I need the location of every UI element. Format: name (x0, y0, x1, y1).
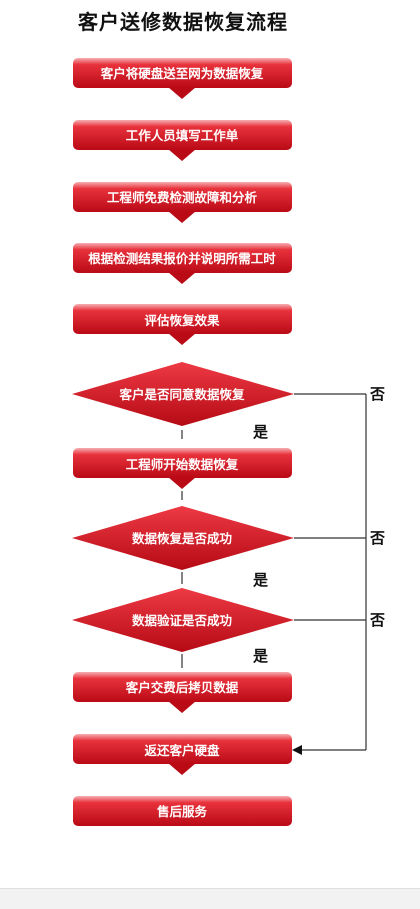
step-1-box: 客户将硬盘送至网为数据恢复 (73, 58, 292, 99)
decision-3-label: 数据验证是否成功 (131, 613, 232, 628)
no-label-3: 否 (369, 611, 385, 629)
step-3-label: 工程师免费检测故障和分析 (107, 190, 258, 205)
step-9-box: 售后服务 (73, 796, 292, 826)
no-label-1: 否 (369, 385, 385, 403)
step-8-box: 返还客户硬盘 (73, 734, 292, 775)
step-5-label: 评估恢复效果 (144, 313, 220, 328)
yes-label-3: 是 (252, 647, 269, 665)
step-6-box: 工程师开始数据恢复 (73, 448, 292, 489)
step-8-label: 返还客户硬盘 (144, 743, 220, 758)
decision-2-diamond: 数据恢复是否成功 (72, 506, 294, 570)
step-1-label: 客户将硬盘送至网为数据恢复 (100, 66, 264, 81)
step-9-label: 售后服务 (157, 804, 208, 819)
decision-1-label: 客户是否同意数据恢复 (118, 387, 245, 402)
flowchart: 客户将硬盘送至网为数据恢复 工作人员填写工作单 工程师免费检测故障和分析 根据检… (72, 58, 385, 826)
step-5-box: 评估恢复效果 (73, 304, 292, 345)
yes-label-1: 是 (252, 423, 269, 441)
yes-label-2: 是 (252, 571, 269, 589)
page-title: 客户送修数据恢复流程 (78, 10, 288, 34)
arrow-left-icon (292, 745, 302, 755)
step-3-box: 工程师免费检测故障和分析 (73, 182, 292, 223)
footer-bar (0, 888, 420, 909)
decision-2-label: 数据恢复是否成功 (131, 531, 232, 546)
step-2-box: 工作人员填写工作单 (73, 120, 292, 161)
step-4-box: 根据检测结果报价并说明所需工时 (73, 243, 292, 284)
no-label-2: 否 (369, 529, 385, 547)
step-7-box: 客户交费后拷贝数据 (73, 672, 292, 713)
decision-3-diamond: 数据验证是否成功 (72, 588, 294, 652)
step-2-label: 工作人员填写工作单 (126, 128, 239, 143)
step-6-label: 工程师开始数据恢复 (126, 457, 239, 472)
step-4-label: 根据检测结果报价并说明所需工时 (88, 251, 276, 266)
decision-1-diamond: 客户是否同意数据恢复 (72, 362, 294, 426)
step-7-label: 客户交费后拷贝数据 (125, 680, 239, 695)
